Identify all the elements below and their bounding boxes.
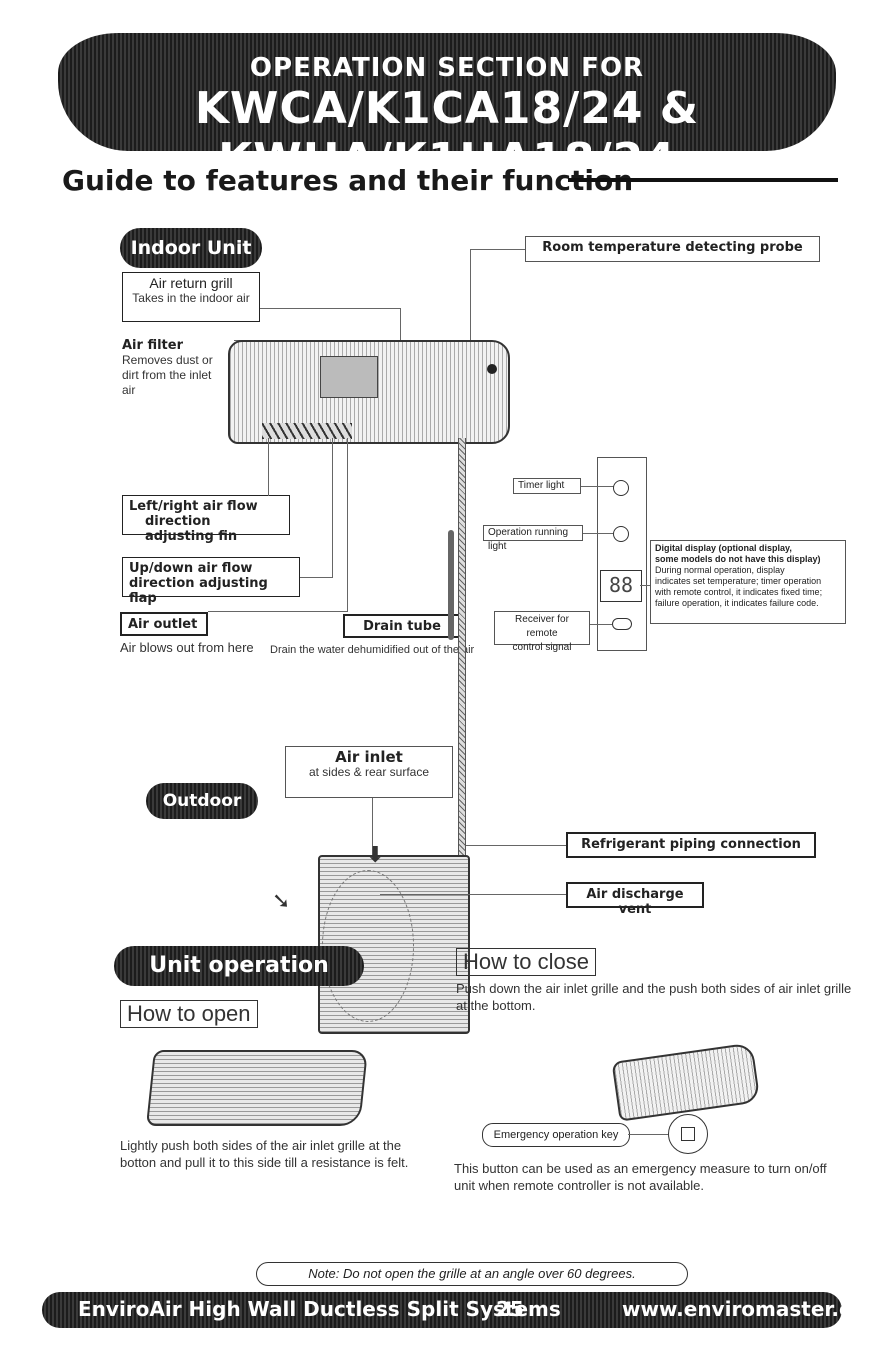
emergency-button-icon[interactable] <box>681 1127 695 1141</box>
leader-line <box>640 585 650 586</box>
lr-flow-line1: Left/right air flow <box>129 499 258 514</box>
close-desc: Push down the air inlet grille and the p… <box>456 980 856 1014</box>
air-filter-title: Air filter <box>122 338 183 353</box>
ud-flow-line1: Up/down air flow <box>129 561 253 576</box>
air-inlet-box: Air inlet at sides & rear surface <box>285 746 453 798</box>
guide-title: Guide to features and their function <box>62 164 634 197</box>
air-return-title: Air return grill <box>149 275 233 291</box>
how-to-close-heading: How to close <box>456 948 596 976</box>
air-filter-desc1: Removes dust or <box>122 353 213 367</box>
indoor-unit-pill: Indoor Unit <box>120 228 262 268</box>
emergency-button-callout <box>668 1114 708 1154</box>
refrigerant-label: Refrigerant piping connection <box>581 837 801 852</box>
leader-line <box>628 1134 668 1135</box>
air-inlet-desc: at sides & rear surface <box>308 765 430 779</box>
sensor-dot <box>487 364 497 374</box>
leader-line <box>372 798 373 858</box>
receiver-icon <box>612 618 632 630</box>
leader-line <box>268 438 269 496</box>
air-filter-illustration <box>320 356 378 398</box>
ud-flow-box: Up/down air flow direction adjusting fla… <box>122 557 300 606</box>
close-illustration <box>611 1042 761 1122</box>
banner-line1: OPERATION SECTION FOR <box>249 53 645 83</box>
receiver-line1: Receiver for remote <box>515 614 569 639</box>
emergency-desc-line2: unit when remote controller is not avail… <box>454 1178 705 1193</box>
air-filter-desc2: dirt from the inlet air <box>122 368 212 397</box>
leader-line <box>470 249 471 364</box>
discharge-label: Air discharge vent <box>586 887 684 917</box>
lr-flow-line2: direction adjusting fin <box>145 514 238 544</box>
unit-operation-pill: Unit operation section <box>114 946 364 1018</box>
discharge-box: Air discharge vent <box>566 882 704 917</box>
leader-line <box>470 249 525 250</box>
leader-line <box>583 533 613 534</box>
open-desc-line1: Lightly push both sides of the air inlet… <box>120 1138 402 1153</box>
room-probe-box: Room temperature detecting probe <box>525 236 820 262</box>
leader-line <box>208 611 348 612</box>
digit-display: 88 <box>600 570 642 602</box>
page-number: 25 <box>496 1297 524 1321</box>
drain-desc: Drain the water dehumidified out of the … <box>270 644 475 656</box>
outdoor-unit-pill: Outdoor Unit <box>146 783 258 847</box>
leader-line <box>590 624 612 625</box>
banner-line2: KWCA/K1CA18/24 & KWHA/K1HA18/24 <box>194 83 700 185</box>
close-desc-line1: Push down the air inlet grille and the p… <box>456 981 852 996</box>
leader-line <box>581 486 614 487</box>
timer-light-icon <box>613 480 629 496</box>
air-filter-box: Air filter Removes dust or dirt from the… <box>116 335 234 397</box>
note: Note: Do not open the grille at an angle… <box>256 1262 688 1286</box>
louver-illustration <box>262 423 352 439</box>
refrigerant-box: Refrigerant piping connection <box>566 832 816 858</box>
timer-light-box: Timer light <box>513 478 581 494</box>
air-return-box: Air return grill Takes in the indoor air <box>122 272 260 322</box>
arrow-down-icon: ⬇ <box>366 842 385 867</box>
op-light-icon <box>613 526 629 542</box>
guide-rule <box>568 178 838 182</box>
footer-banner: EnviroAir High Wall Ductless Split Syste… <box>42 1292 881 1328</box>
leader-line <box>347 438 348 611</box>
leader-line <box>260 308 400 309</box>
op-light-box: Operation running light <box>483 525 583 552</box>
room-probe-label: Room temperature detecting probe <box>542 240 803 255</box>
open-desc: Lightly push both sides of the air inlet… <box>120 1137 440 1171</box>
lr-flow-box: Left/right air flow direction adjusting … <box>122 495 290 544</box>
digital-display-box: Digital display (optional display, some … <box>650 540 846 624</box>
leader-line <box>466 845 566 846</box>
leader-line <box>332 438 333 578</box>
close-desc-line2: at the bottom. <box>456 998 536 1013</box>
air-inlet-label: Air inlet <box>335 748 403 766</box>
how-to-open-heading: How to open <box>120 1000 258 1028</box>
digital-desc2: indicates set temperature; timer operati… <box>655 576 822 586</box>
timer-light-label: Timer light <box>518 480 565 491</box>
air-return-desc: Takes in the indoor air <box>132 291 250 305</box>
open-illustration <box>146 1050 368 1126</box>
leader-line <box>380 894 566 895</box>
receiver-box: Receiver for remote control signal <box>494 611 590 653</box>
footer-left: EnviroAir High Wall Ductless Split Syste… <box>78 1297 561 1321</box>
op-light-label: Operation running light <box>488 527 569 552</box>
open-desc-line2: botton and pull it to this side till a r… <box>120 1155 409 1170</box>
leader-line <box>300 577 332 578</box>
air-outlet-box: Air outlet <box>120 612 208 636</box>
display-panel <box>597 457 647 651</box>
emergency-key-label: Emergency operation key <box>482 1123 630 1147</box>
emergency-desc-line1: This button can be used as an emergency … <box>454 1161 827 1176</box>
drain-hose-illustration <box>448 530 454 640</box>
air-outlet-label: Air outlet <box>128 617 198 632</box>
receiver-line2: control signal <box>512 642 572 653</box>
drain-tube-label: Drain tube <box>363 619 441 634</box>
digital-title2: some models do not have this display) <box>655 554 821 564</box>
digital-title1: Digital display (optional display, <box>655 543 792 553</box>
digital-desc3: with remote control, it indicates fixed … <box>655 587 823 597</box>
title-banner: OPERATION SECTION FOR KWCA/K1CA18/24 & K… <box>58 33 836 185</box>
digital-desc1: During normal operation, display <box>655 565 785 575</box>
drain-tube-box: Drain tube <box>343 614 461 638</box>
ud-flow-line2: direction adjusting flap <box>129 576 268 606</box>
digital-desc4: failure operation, it indicates failure … <box>655 598 819 608</box>
emergency-desc: This button can be used as an emergency … <box>454 1160 854 1194</box>
piping-illustration <box>458 438 466 868</box>
air-outlet-desc: Air blows out from here <box>120 640 254 655</box>
arrow-icon: ➘ <box>272 888 291 913</box>
footer-url[interactable]: www.enviromaster.com <box>622 1297 881 1321</box>
